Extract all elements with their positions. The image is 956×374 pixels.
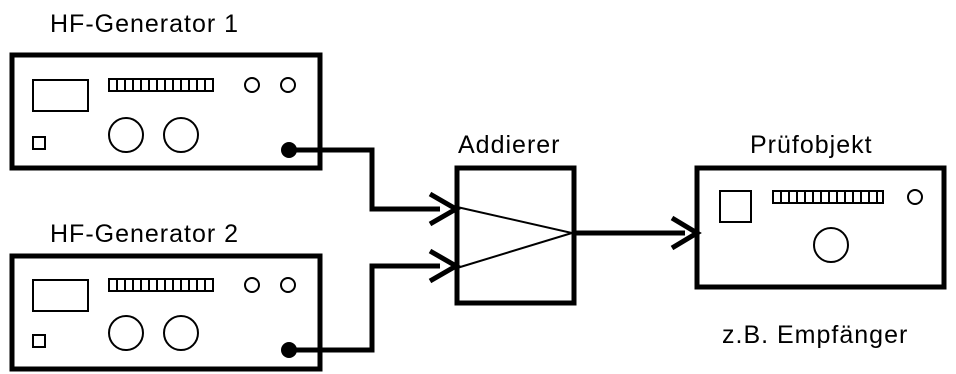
generator-2-dial-icon <box>163 315 199 351</box>
adder-summing-lines <box>456 206 576 269</box>
dut-housing <box>694 165 947 290</box>
generator-2-switch-icon <box>32 334 46 348</box>
generator-1-small-knob-icon <box>244 77 260 93</box>
generator-2-small-knob-icon <box>280 277 296 293</box>
generator-2-display-icon <box>32 279 89 312</box>
generator-2-frequency-readout-icon <box>108 278 214 292</box>
generator-1-label: HF-Generator 1 <box>50 10 239 38</box>
hf-generator-1: HF-Generator 1 <box>9 10 323 171</box>
hf-generator-2: HF-Generator 2 <box>9 220 323 372</box>
generator-2-label: HF-Generator 2 <box>50 220 239 248</box>
generator-2-dial-icon <box>108 315 144 351</box>
generator-1-dial-icon <box>163 117 199 153</box>
dut-label: Prüfobjekt <box>750 131 873 159</box>
generator-1-housing <box>9 52 323 171</box>
generator-2-housing <box>9 253 323 372</box>
device-under-test: Prüfobjekt z.B. Empfänger <box>694 131 947 349</box>
dut-dial-icon <box>813 227 849 263</box>
wire-generator-2-to-adder <box>289 263 440 353</box>
dut-frequency-readout-icon <box>772 190 884 204</box>
adder-label: Addierer <box>458 131 561 159</box>
generator-2-small-knob-icon <box>244 277 260 293</box>
generator-1-frequency-readout-icon <box>108 78 214 92</box>
dut-display-icon <box>719 190 752 223</box>
generator-1-small-knob-icon <box>280 77 296 93</box>
dut-small-knob-icon <box>907 189 923 205</box>
generator-1-switch-icon <box>32 136 46 150</box>
dut-example-note: z.B. Empfänger <box>722 321 908 349</box>
wire-generator-1-to-adder <box>289 147 440 212</box>
adder-block: Addierer <box>454 131 577 306</box>
adder-housing <box>454 165 577 306</box>
generator-1-dial-icon <box>108 117 144 153</box>
generator-1-display-icon <box>32 79 89 112</box>
